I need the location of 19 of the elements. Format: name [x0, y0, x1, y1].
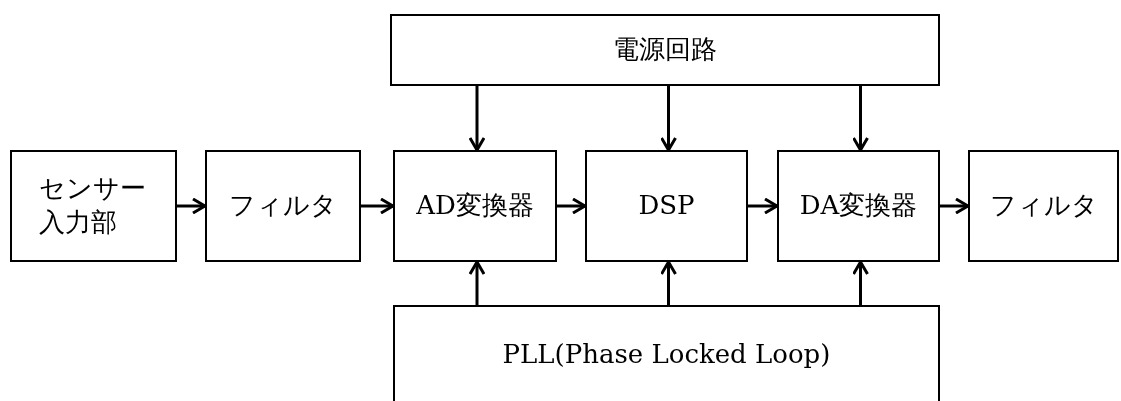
arrow — [852, 260, 869, 305]
block-box: DA変換器 — [777, 150, 940, 262]
arrow — [660, 86, 677, 152]
block-box: AD変換器 — [393, 150, 557, 262]
arrow — [557, 197, 587, 215]
arrow — [361, 197, 395, 215]
arrow — [940, 197, 970, 215]
block-box: フィルタ — [968, 150, 1119, 262]
block-box: センサー入力部 — [10, 150, 177, 262]
arrow — [852, 86, 869, 152]
arrow — [660, 260, 677, 305]
arrow — [177, 197, 207, 215]
block-box: フィルタ — [205, 150, 361, 262]
arrow — [468, 86, 486, 152]
block-box: PLL(Phase Locked Loop) — [393, 305, 940, 401]
arrow — [468, 260, 486, 305]
block-box: 電源回路 — [390, 14, 940, 86]
arrow — [748, 197, 779, 215]
block-box: DSP — [585, 150, 748, 262]
